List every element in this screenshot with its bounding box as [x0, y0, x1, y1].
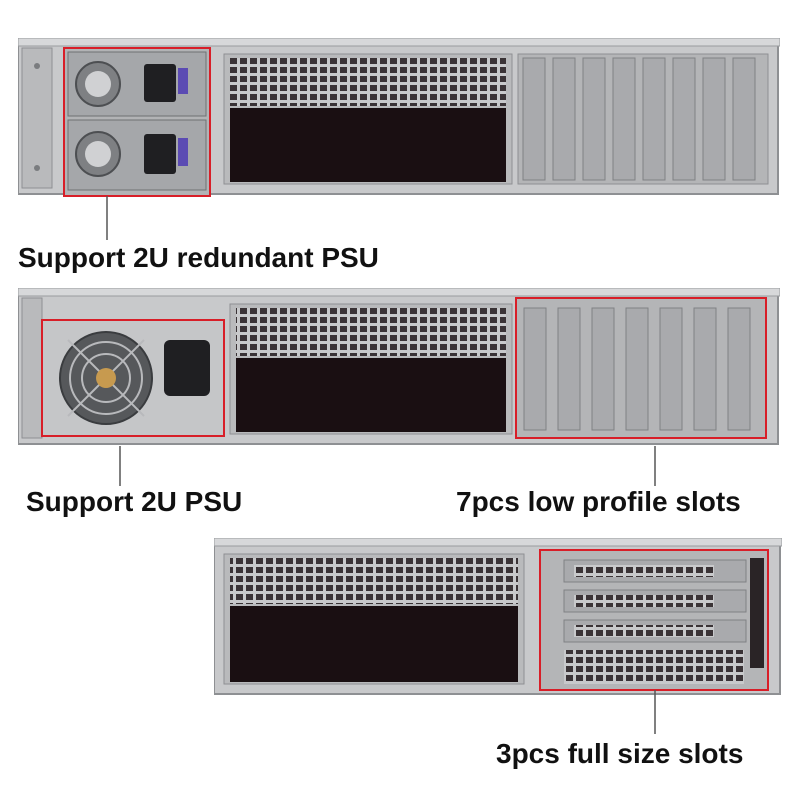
leader-line-low-profile: [654, 446, 656, 486]
redundant-psu-bay: [63, 47, 211, 197]
caption-low-profile: 7pcs low profile slots: [456, 486, 741, 517]
caption-full-size: 3pcs full size slots: [496, 738, 744, 769]
caption-single-psu: Support 2U PSU: [26, 486, 243, 517]
full-size-slots: [539, 549, 769, 691]
low-profile-slots: [515, 297, 767, 439]
chassis-single-psu: [18, 288, 780, 445]
chassis-full-size-slots: [214, 538, 782, 695]
expansion-slots-panel1: [517, 53, 769, 185]
single-psu-bay: [41, 319, 225, 437]
leader-line-single-psu: [119, 446, 121, 486]
caption-redundant-psu: Support 2U redundant PSU: [18, 242, 379, 273]
leader-line-full-size: [654, 690, 656, 734]
chassis-redundant-psu: [18, 38, 780, 197]
leader-line-redundant-psu: [106, 196, 108, 240]
